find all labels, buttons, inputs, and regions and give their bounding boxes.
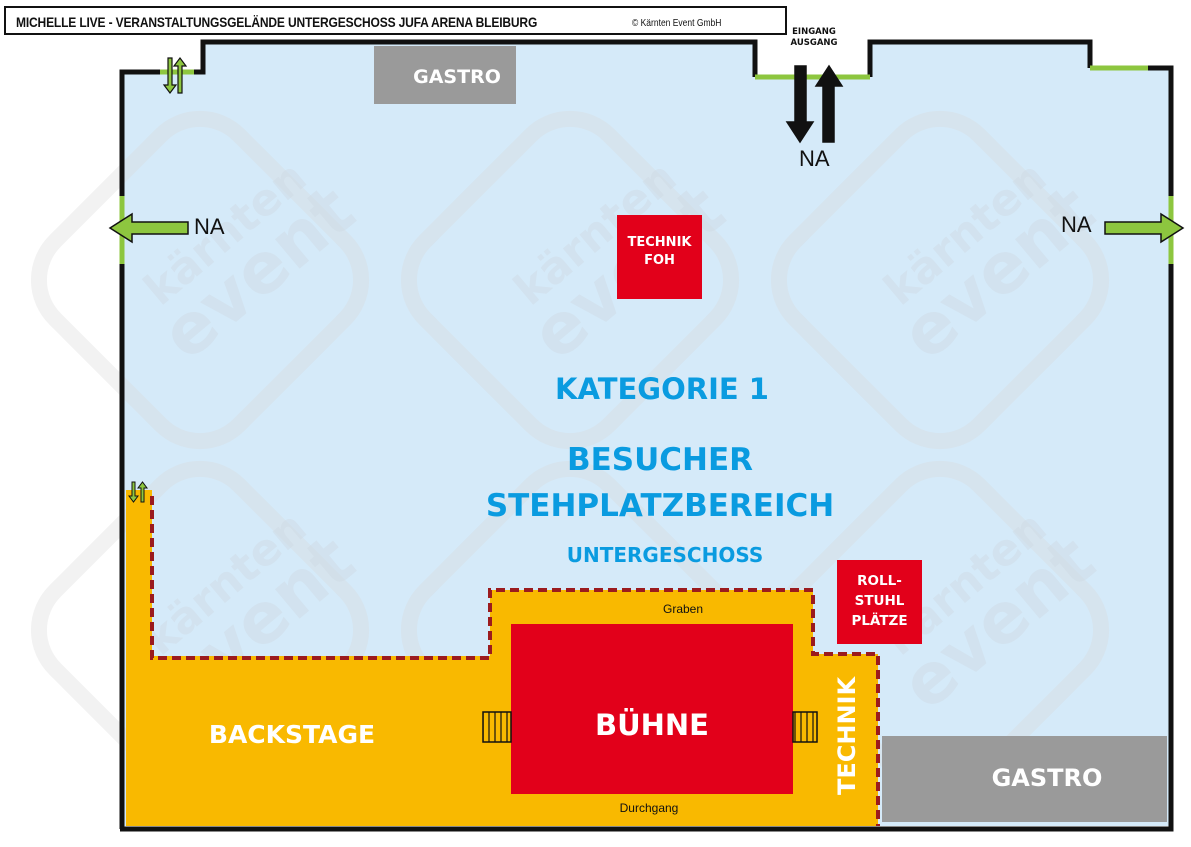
gastro-bottom-label: GASTRO <box>991 764 1103 792</box>
stage-label: BÜHNE <box>594 708 709 742</box>
wheelchair-line3: PLÄTZE <box>851 613 908 629</box>
emergency-exit-left-label: NA <box>194 214 225 239</box>
category-label: KATEGORIE 1 <box>555 372 769 406</box>
rollstuhl-box <box>837 560 922 644</box>
walls <box>119 39 1174 832</box>
stage-stairs-right <box>792 711 818 743</box>
entrance-label: EINGANG AUSGANG <box>788 27 840 49</box>
visitor-area-line2: STEHPLATZBEREICH <box>485 488 835 524</box>
copyright-text: © Kärnten Event GmbH <box>632 18 722 29</box>
floor-label: UNTERGESCHOSS <box>566 543 764 567</box>
gastro-top-label: GASTRO <box>413 66 501 88</box>
visitor-area-line1: BESUCHER <box>566 442 754 478</box>
technik-foh-box <box>617 215 702 299</box>
wheelchair-line1: ROLL- <box>857 573 902 589</box>
barrier-line <box>150 496 880 826</box>
emergency-exit-right-label: NA <box>1061 212 1092 237</box>
stage-area <box>511 624 793 794</box>
gastro-bottom <box>882 736 1167 822</box>
page-title: MICHELLE LIVE - VERANSTALTUNGSGELÄNDE UN… <box>16 14 538 30</box>
graben-label: Graben <box>662 602 704 616</box>
entrance-arrows-icon <box>785 64 844 144</box>
emergency-exit-top-label: NA <box>799 146 830 171</box>
header-box: MICHELLE LIVE - VERANSTALTUNGSGELÄNDE UN… <box>4 6 787 35</box>
technik-foh-label: TECHNIK FOH <box>617 234 702 270</box>
entrance-label-line2: AUSGANG <box>790 38 838 48</box>
stage-stairs-left <box>482 711 512 743</box>
wheelchair-area-label: ROLL- STUHL PLÄTZE <box>837 571 922 631</box>
visitor-area-label: BESUCHER STEHPLATZBEREICH <box>445 437 875 529</box>
technik-side-label: TECHNIK <box>833 676 861 795</box>
emergency-arrow-right-icon <box>1104 212 1185 244</box>
emergency-arrow-left-icon <box>108 212 189 244</box>
backstage-label: BACKSTAGE <box>208 720 376 749</box>
entrance-label-line1: EINGANG <box>792 27 836 37</box>
gastro-top <box>374 46 516 104</box>
durchgang-label: Durchgang <box>619 801 679 815</box>
access-arrows-top-icon <box>162 57 188 94</box>
technik-foh-line2: FOH <box>644 253 675 268</box>
technik-foh-line1: TECHNIK <box>627 235 692 250</box>
wheelchair-line2: STUHL <box>854 593 905 609</box>
access-arrows-backstage-icon <box>128 481 148 503</box>
